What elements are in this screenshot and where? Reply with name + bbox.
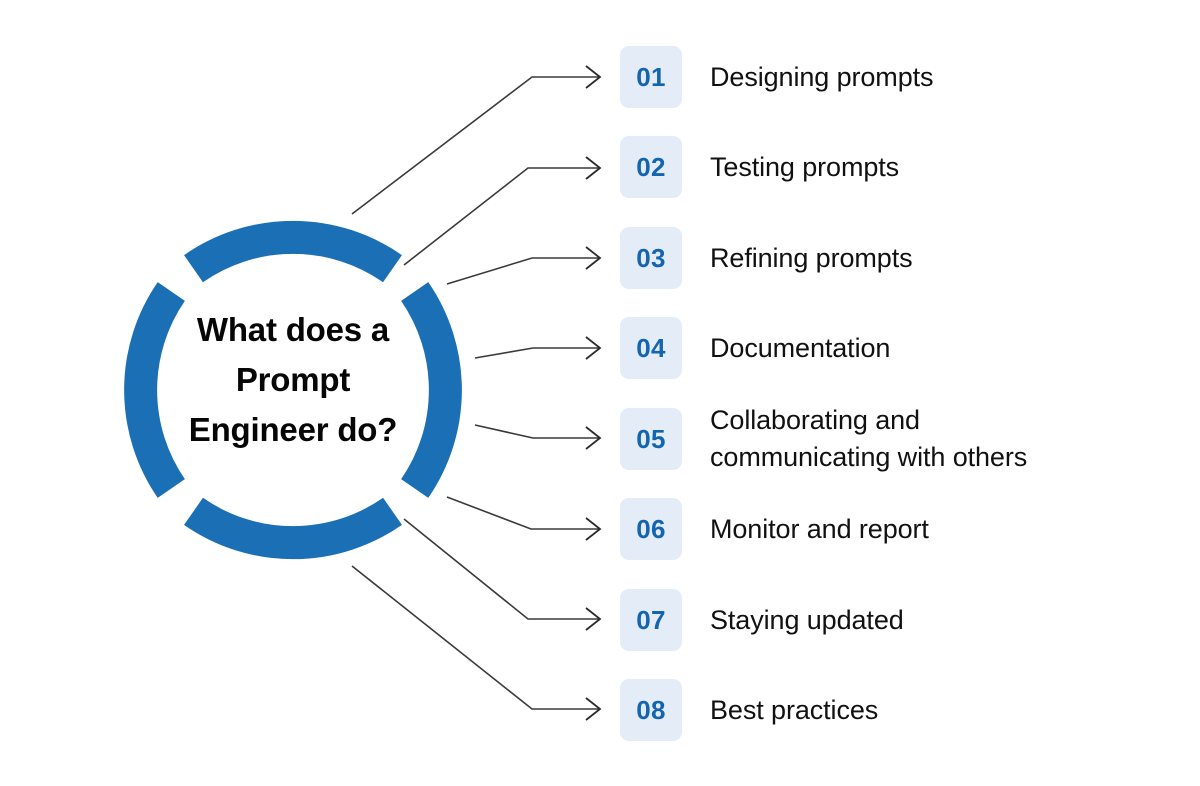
item-number-badge: 06 — [620, 498, 682, 560]
connector-line-04 — [474, 347, 600, 359]
list-item[interactable]: 08 Best practices — [620, 679, 1180, 741]
item-list: 01 Designing prompts 02 Testing prompts … — [620, 0, 1180, 786]
item-label: Designing prompts — [710, 61, 934, 92]
ring-arc-top — [184, 220, 402, 283]
arrowhead-icon-01 — [585, 65, 602, 89]
connector-line-02 — [403, 167, 600, 266]
arrowhead-icon-03 — [585, 246, 602, 270]
ring-arc-bottom — [184, 497, 402, 560]
ring-arc-left — [124, 282, 186, 498]
list-item[interactable]: 06 Monitor and report — [620, 498, 1180, 560]
arrowhead-icon-05 — [585, 426, 602, 450]
connector-line-03 — [446, 257, 600, 285]
item-label: Staying updated — [710, 604, 904, 635]
arrowhead-icon-06 — [585, 517, 602, 541]
item-label: Best practices — [710, 694, 879, 725]
item-label: Refining prompts — [710, 242, 913, 273]
arrowhead-icon-07 — [585, 607, 602, 631]
list-item[interactable]: 02 Testing prompts — [620, 136, 1180, 198]
item-number-badge: 01 — [620, 46, 682, 108]
connector-line-06 — [446, 496, 600, 530]
item-number-badge: 07 — [620, 589, 682, 651]
list-item[interactable]: 01 Designing prompts — [620, 46, 1180, 108]
item-label: Monitor and report — [710, 513, 929, 544]
connector-arrowheads — [585, 65, 602, 721]
arrowhead-icon-08 — [585, 697, 602, 721]
item-number-badge: 05 — [620, 408, 682, 470]
connector-line-01 — [351, 76, 600, 215]
connector-line-05 — [474, 424, 600, 439]
item-number-badge: 03 — [620, 227, 682, 289]
list-item[interactable]: 07 Staying updated — [620, 589, 1180, 651]
hub-ring — [124, 220, 462, 560]
hub-title: What does a Prompt Engineer do? — [188, 311, 398, 448]
arrowhead-icon-02 — [585, 156, 602, 180]
item-number-badge: 04 — [620, 317, 682, 379]
ring-arc-right — [400, 282, 462, 498]
list-item[interactable]: 03 Refining prompts — [620, 227, 1180, 289]
item-number-badge: 02 — [620, 136, 682, 198]
item-number-badge: 08 — [620, 679, 682, 741]
arrowhead-icon-04 — [585, 336, 602, 360]
list-item[interactable]: 05 Collaborating and communicating with … — [620, 405, 1180, 472]
item-label: Testing prompts — [710, 151, 900, 182]
list-item[interactable]: 04 Documentation — [620, 317, 1180, 379]
item-label: Documentation — [710, 332, 891, 363]
connector-lines — [351, 76, 600, 710]
connector-line-07 — [403, 518, 600, 620]
item-label: Collaborating and communicating with oth… — [710, 405, 1028, 472]
connector-line-08 — [351, 565, 600, 710]
